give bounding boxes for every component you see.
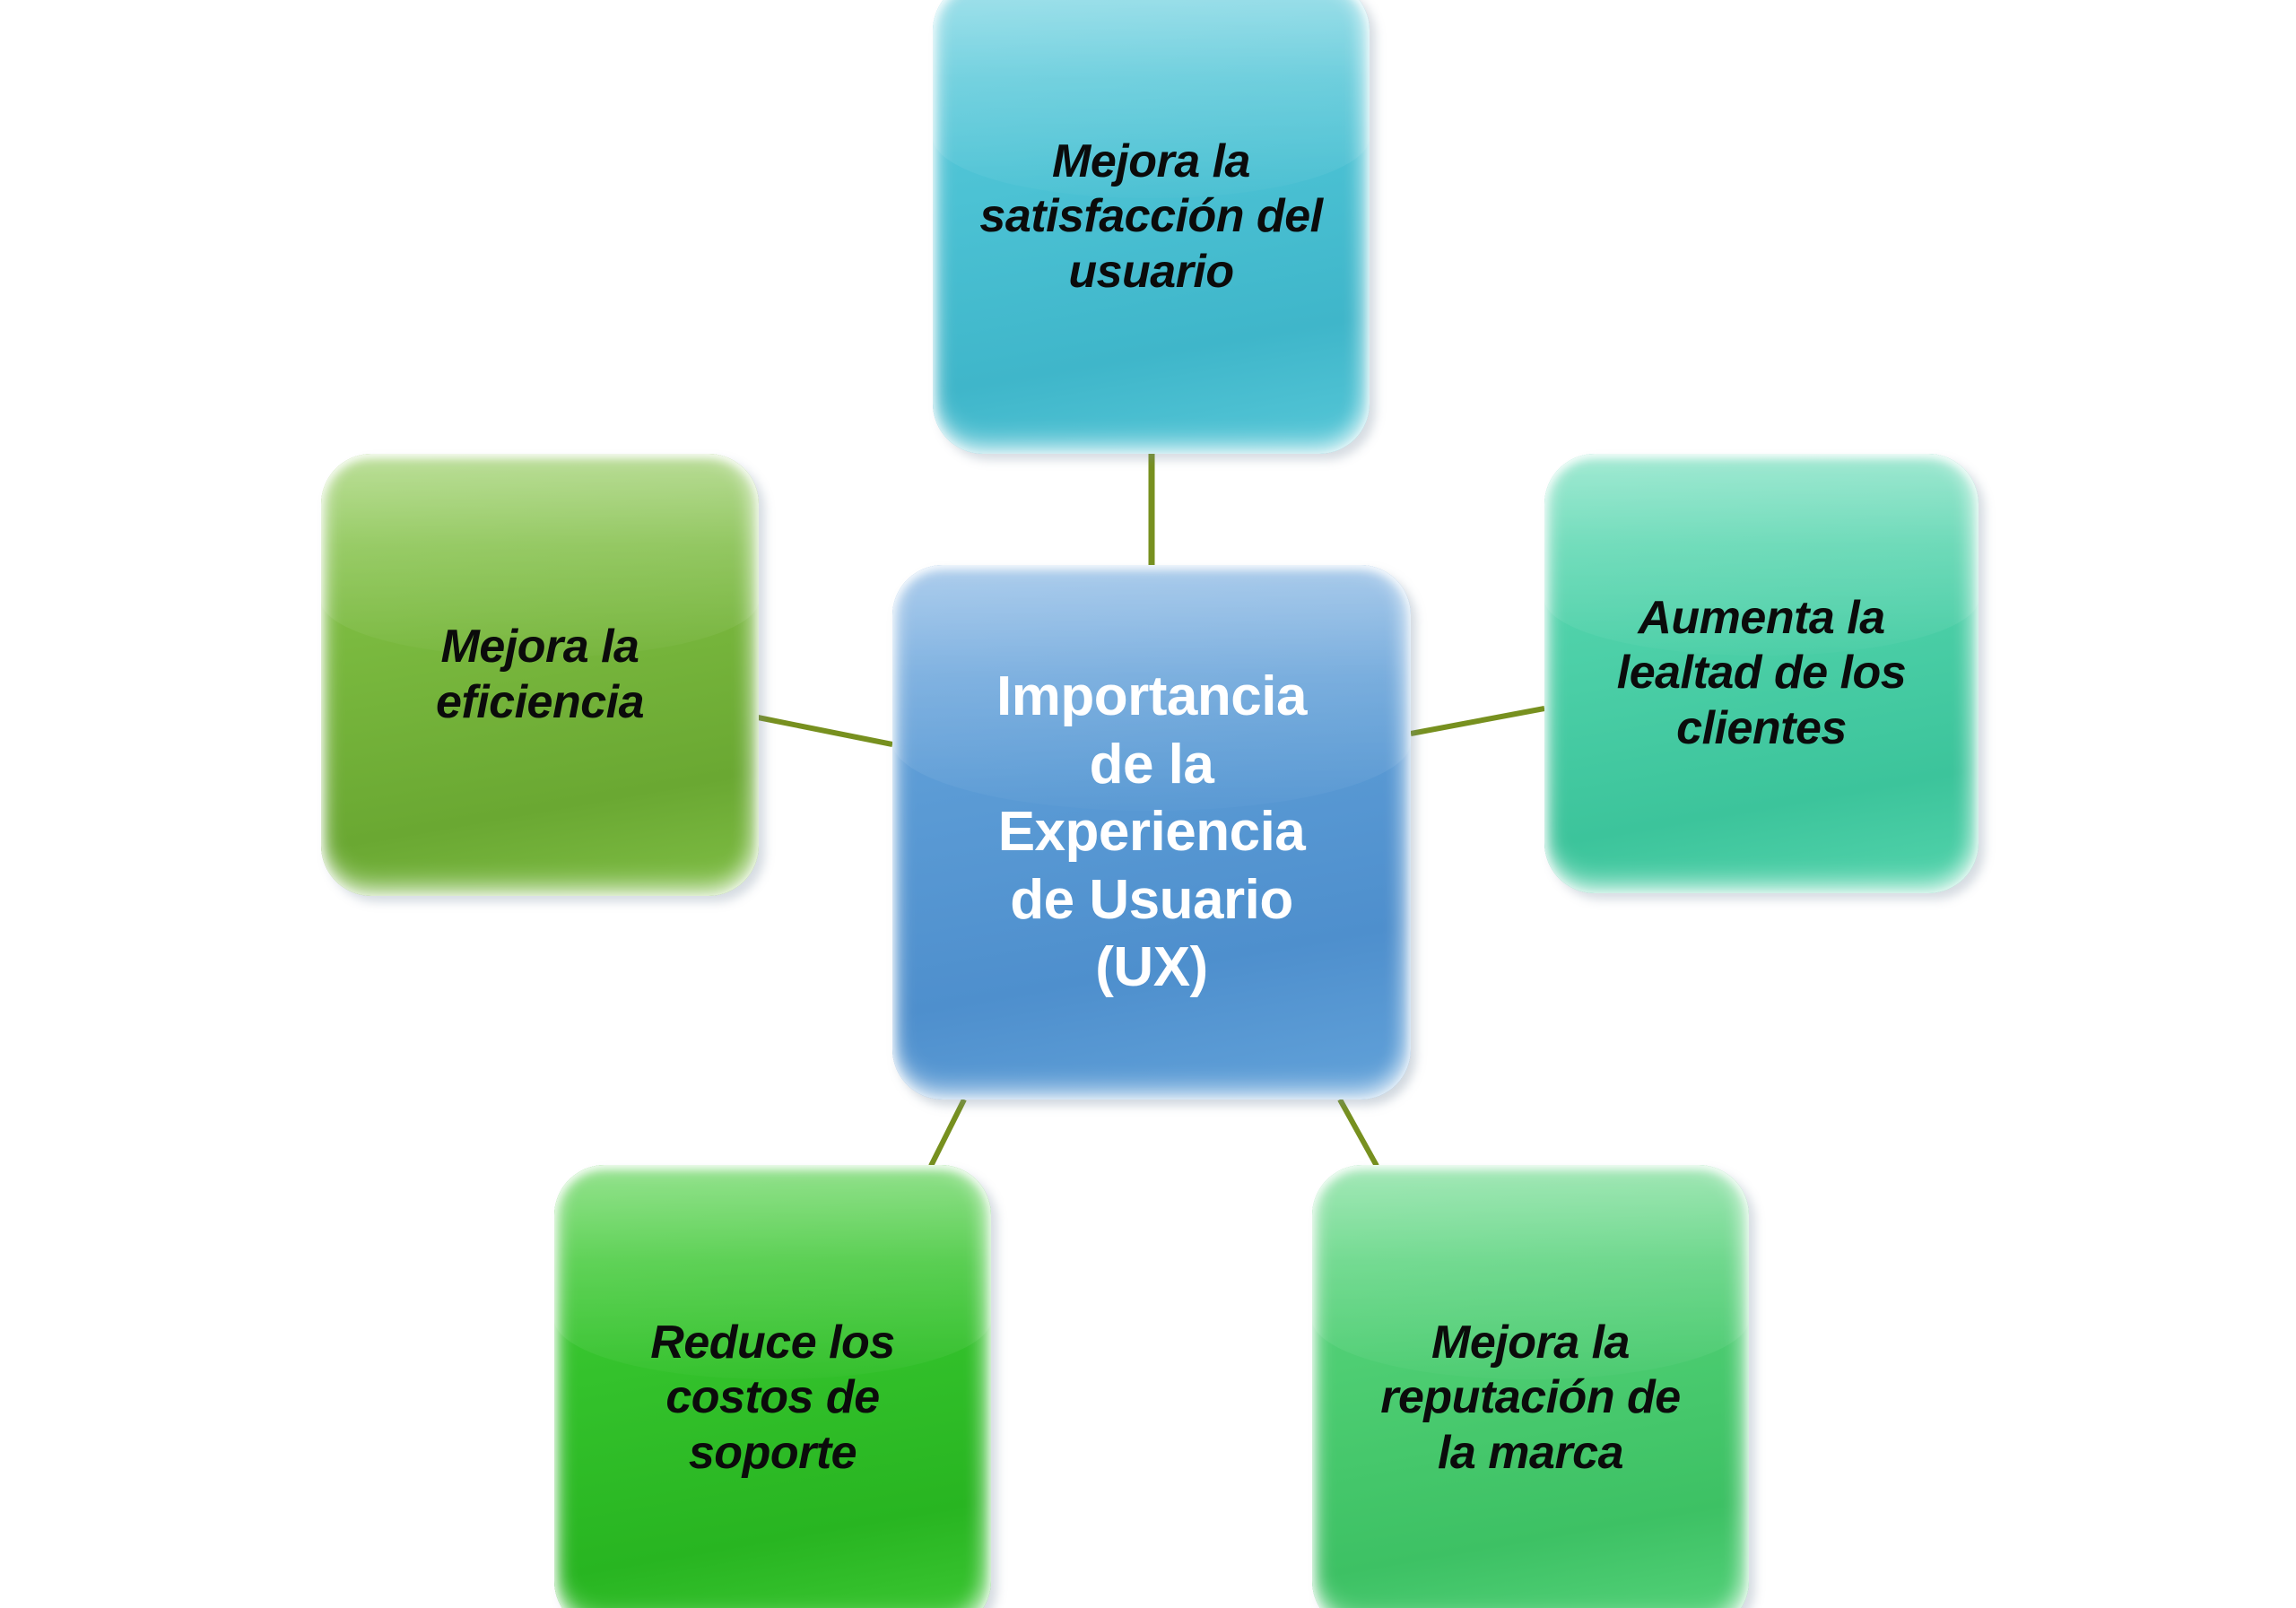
node-mejora-reputacion-marca[interactable]: Mejora la reputación de la marca [1312, 1165, 1749, 1608]
node-bottom-right-label: Mejora la reputación de la marca [1380, 1316, 1681, 1479]
node-left-label: Mejora la eficiencia [435, 621, 645, 728]
node-mejora-eficiencia[interactable]: Mejora la eficiencia [321, 454, 759, 896]
node-reduce-costos-soporte[interactable]: Reduce los costos de soporte [554, 1165, 991, 1608]
node-bottom-left-label: Reduce los costos de soporte [650, 1316, 895, 1479]
connector-center-to-right [1410, 706, 1545, 736]
node-mejora-satisfaccion-usuario[interactable]: Mejora la satisfacción del usuario [933, 0, 1370, 454]
connector-center-to-left [757, 715, 893, 747]
node-center-label: Importancia de la Experiencia de Usuario… [996, 665, 1307, 999]
connector-center-to-bottom-left [928, 1098, 967, 1168]
node-aumenta-lealtad-clientes[interactable]: Aumenta la lealtad de los clientes [1544, 454, 1979, 893]
connector-center-to-bottom-right [1337, 1098, 1379, 1168]
node-top-label: Mejora la satisfacción del usuario [979, 135, 1323, 298]
node-right-label: Aumenta la lealtad de los clientes [1616, 591, 1907, 754]
node-importancia-experiencia-usuario[interactable]: Importancia de la Experiencia de Usuario… [892, 565, 1411, 1100]
